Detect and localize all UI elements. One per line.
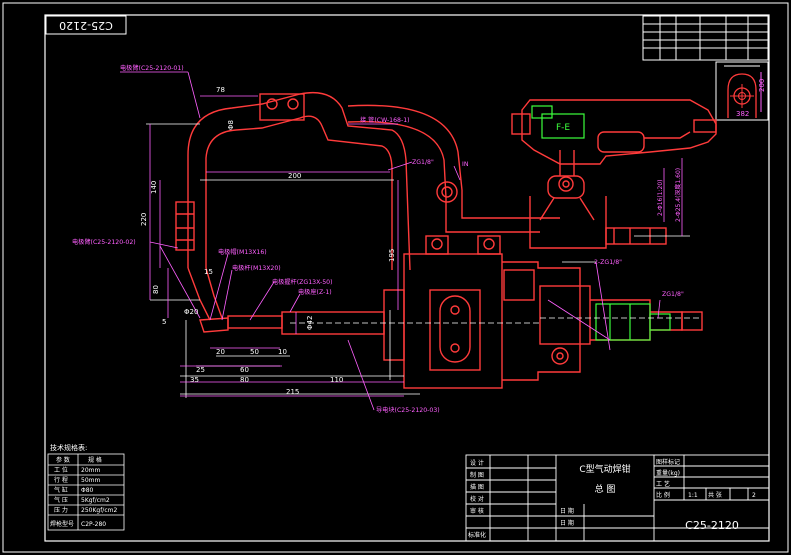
dim-60: 60: [240, 366, 249, 374]
dim-10: 10: [278, 348, 287, 356]
tech-spec-table: 技术规格表: 参 数 规 格 工 位 20mm 行 程 50mm 气 缸 Φ80…: [47, 443, 125, 531]
title-block: 设 计 制 图 描 图 校 对 审 核 标准化 日 期 日 期 图样标记 重量(…: [465, 454, 770, 542]
tb-sheet-label: 共 张: [708, 491, 722, 499]
detail-view-electrode-cap: 200 382: [715, 61, 769, 121]
tb-drawing-mark: 图样标记: [656, 458, 680, 466]
dim-50: 50: [250, 348, 259, 356]
label-electrode-arm-left: 电极臂(C25-2120-02): [72, 238, 136, 246]
label-conductive-block: 导电块(C25-2120-03): [376, 406, 440, 414]
label-thread-zg1-right: ZG1/8": [662, 291, 684, 298]
tb-row-approve: 审 核: [470, 507, 484, 515]
tech-spec-header-param: 参 数: [56, 456, 70, 464]
tb-title-line2: 总 图: [595, 483, 616, 495]
dim-20: 20: [216, 348, 225, 356]
dim-110: 110: [330, 376, 343, 384]
tech-spec-header-spec: 规 格: [88, 456, 102, 464]
tb-sheet-value: 2: [752, 492, 756, 499]
dim-15: 15: [204, 268, 213, 276]
tb-weight: 重量(kg): [656, 469, 680, 477]
label-thread-2zg: 2-ZG1/8": [594, 259, 622, 266]
tb-row-draw: 制 图: [470, 471, 484, 479]
tech-spec-row-0-val: 20mm: [81, 467, 100, 474]
dim-phi8: Φ8: [227, 120, 235, 130]
tb-drawing-number: C25-2120: [685, 519, 739, 532]
dim-detail-200: 200: [758, 79, 766, 92]
dim-35: 35: [190, 376, 199, 384]
tech-spec-title: 技术规格表:: [50, 443, 87, 452]
drawing-number-stamp-text: C25-2120: [59, 19, 113, 32]
tech-spec-row-0-key: 工 位: [54, 466, 68, 474]
fe-label: F-E: [556, 123, 570, 133]
dimension-numbers: 78 200 Φ20 15 5 20 50 10 25 60 35 80 110…: [162, 86, 343, 396]
drawing-number-stamp: C25-2120: [45, 15, 127, 35]
tech-spec-row-3-val: 5Kgf/cm2: [81, 497, 110, 504]
tb-title-line1: C型气动焊钳: [579, 463, 630, 475]
label-electrode-cap-a: 电极帽(M13X16): [218, 248, 267, 256]
gun-body: [175, 91, 717, 389]
dim-195: 195: [388, 249, 396, 262]
tech-spec-row-4-key: 压 力: [54, 506, 68, 514]
label-electrode-holder: 电极握杆(ZG13X-50): [272, 278, 333, 286]
tech-spec-row-1-key: 行 程: [54, 476, 68, 484]
tb-date-2: 日 期: [560, 519, 574, 527]
label-thread-zg1: ZG1/8": [412, 159, 434, 166]
revision-table: [642, 15, 769, 61]
dim-5: 5: [162, 318, 166, 326]
tech-spec-row-5-val: C2P-280: [81, 521, 106, 528]
dim-detail-382: 382: [736, 110, 749, 118]
dim-220: 220: [140, 213, 148, 226]
label-hole2: 2-Φ25.4(深度1.60): [674, 168, 682, 222]
tb-row-design: 设 计: [470, 459, 484, 467]
tb-scale-label: 比 例: [656, 491, 670, 499]
label-electrode-seat: 电极座(Z-1): [298, 288, 332, 296]
tb-row-standard: 标准化: [468, 531, 486, 539]
dim-80: 80: [152, 285, 160, 294]
tb-scale-value: 1:1: [688, 492, 698, 499]
label-connector: 接 管(CW-168-1): [360, 116, 410, 124]
tech-spec-row-3-key: 气 压: [54, 496, 68, 504]
dim-78: 78: [216, 86, 225, 94]
tech-spec-row-1-val: 50mm: [81, 477, 100, 484]
valve-unit: [531, 105, 671, 341]
tech-spec-row-2-key: 气 缸: [54, 486, 68, 494]
label-in: IN: [462, 161, 469, 168]
tb-process: 工 艺: [656, 480, 670, 488]
label-electrode-arm-top: 电极臂(C25-2120-01): [120, 64, 184, 72]
dim-phi42: Φ42: [306, 316, 314, 330]
tech-spec-row-4-val: 250Kgf/cm2: [81, 507, 117, 514]
label-hole1: 2-Φ16(1:20): [657, 180, 664, 217]
dim-140: 140: [150, 181, 158, 194]
label-group: 电极臂(C25-2120-01) 接 管(CW-168-1) ZG1/8" IN…: [72, 64, 684, 414]
leader-lines: [120, 71, 683, 411]
tech-spec-row-5-key: 焊枪型号: [50, 520, 74, 528]
inner-frame: [44, 14, 770, 542]
dim-25: 25: [196, 366, 205, 374]
dim-80b: 80: [240, 376, 249, 384]
tech-spec-row-2-val: Φ80: [81, 487, 94, 494]
dim-200: 200: [288, 172, 301, 180]
dim-215: 215: [286, 388, 299, 396]
tb-date-1: 日 期: [560, 507, 574, 515]
tb-row-trace: 描 图: [470, 483, 484, 491]
label-electrode-cap-b: 电极杆(M13X20): [232, 264, 281, 272]
tb-row-check: 校 对: [470, 495, 484, 503]
dim-20-phi: Φ20: [184, 308, 198, 316]
